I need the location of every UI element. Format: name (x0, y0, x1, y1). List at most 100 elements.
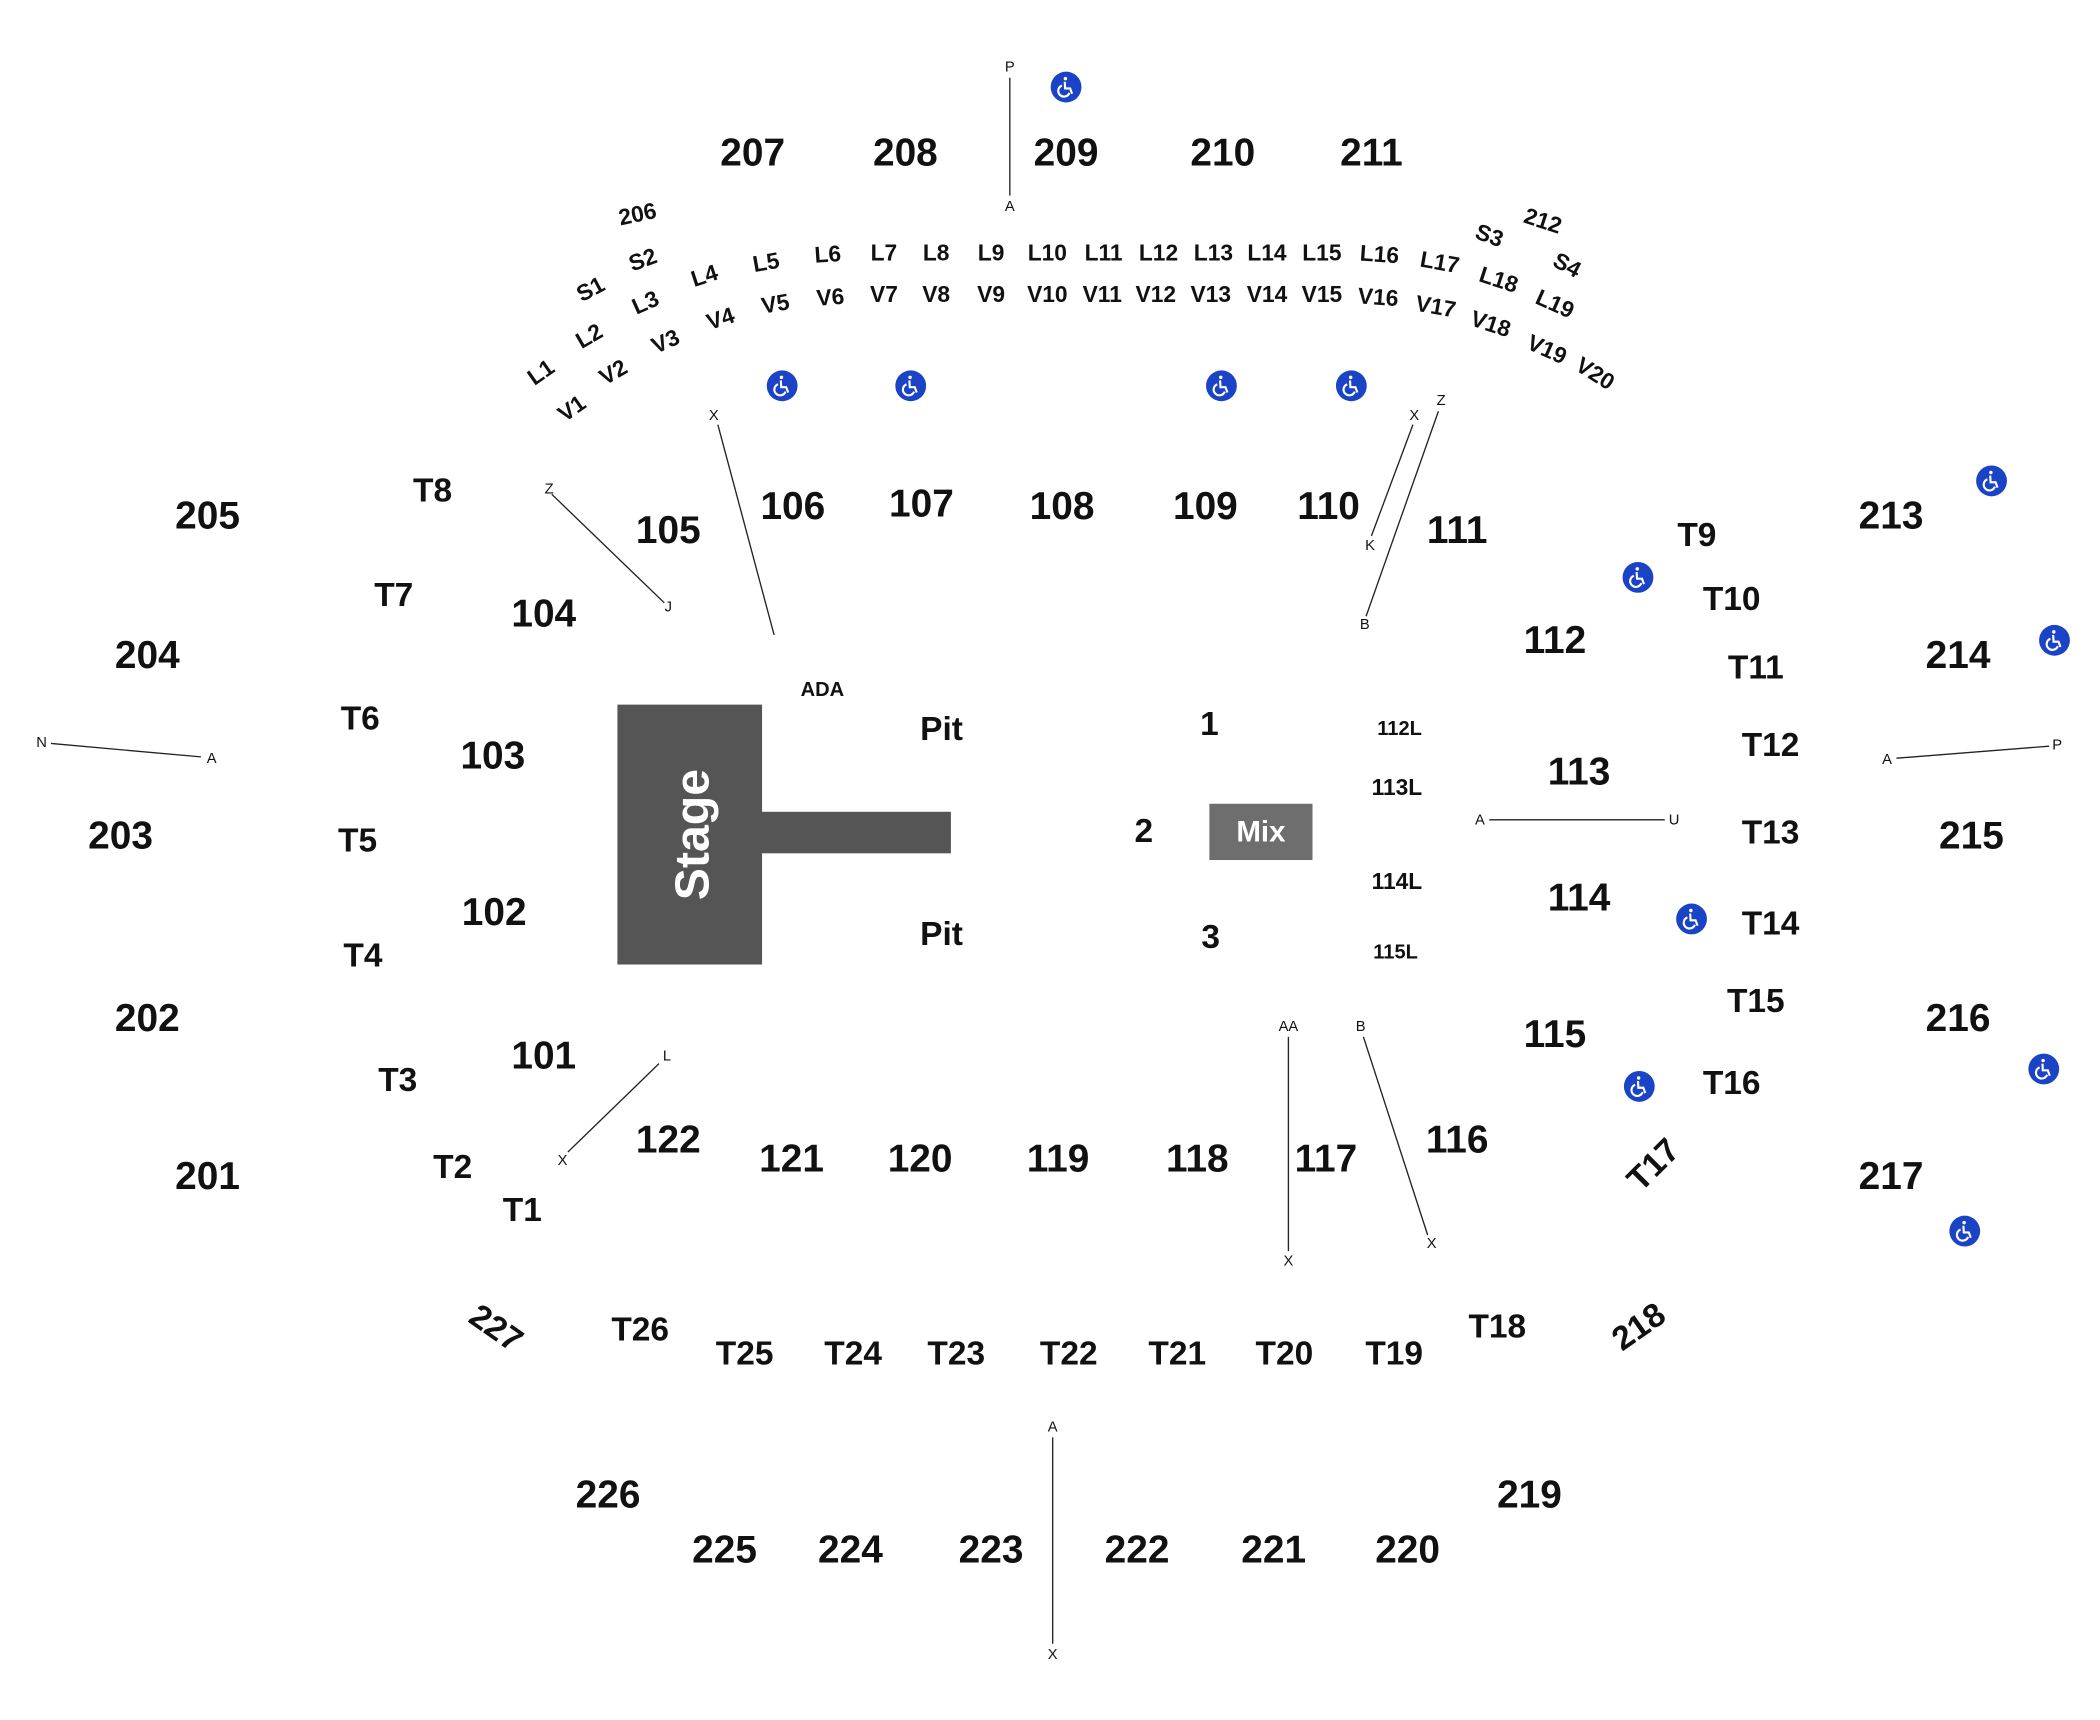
section-122[interactable]: 122 (635, 1119, 701, 1163)
table-t1[interactable]: T1 (502, 1191, 542, 1230)
section-110[interactable]: 110 (1297, 485, 1360, 529)
wheelchair-icon[interactable] (2028, 1053, 2060, 1085)
section-221[interactable]: 221 (1241, 1529, 1307, 1573)
section-115[interactable]: 115 (1523, 1013, 1587, 1057)
pit-bottom-label[interactable]: Pit (920, 915, 963, 954)
section-213[interactable]: 213 (1858, 494, 1924, 538)
table-t11[interactable]: T11 (1727, 649, 1784, 687)
section-113l[interactable]: 113L (1371, 774, 1423, 801)
section-225[interactable]: 225 (692, 1529, 757, 1573)
loge-l8[interactable]: L8 (922, 240, 950, 266)
loge-v13[interactable]: V13 (1190, 281, 1231, 308)
table-t10[interactable]: T10 (1702, 580, 1761, 619)
section-111[interactable]: 111 (1426, 509, 1488, 553)
loge-v12[interactable]: V12 (1135, 281, 1177, 308)
wheelchair-icon[interactable] (1949, 1215, 1981, 1247)
section-112l[interactable]: 112L (1377, 717, 1422, 741)
section-224[interactable]: 224 (818, 1529, 883, 1573)
section-114[interactable]: 114 (1547, 876, 1611, 920)
section-118[interactable]: 118 (1165, 1137, 1229, 1181)
table-t21[interactable]: T21 (1148, 1334, 1207, 1373)
floor-zone-1[interactable]: 1 (1200, 705, 1219, 743)
section-215[interactable]: 215 (1939, 815, 2004, 859)
loge-l9[interactable]: L9 (977, 240, 1005, 266)
table-t15[interactable]: T15 (1726, 982, 1785, 1021)
section-105[interactable]: 105 (635, 509, 701, 553)
section-220[interactable]: 220 (1375, 1529, 1441, 1573)
table-t7[interactable]: T7 (374, 576, 414, 615)
section-102[interactable]: 102 (461, 891, 527, 935)
wheelchair-icon[interactable] (1206, 370, 1237, 402)
wheelchair-icon[interactable] (1050, 71, 1082, 103)
section-121[interactable]: 121 (759, 1137, 824, 1181)
table-t5[interactable]: T5 (338, 821, 378, 860)
loge-v6[interactable]: V6 (815, 283, 846, 312)
section-202[interactable]: 202 (114, 997, 180, 1041)
table-t26[interactable]: T26 (611, 1310, 670, 1349)
wheelchair-icon[interactable] (895, 370, 927, 402)
section-223[interactable]: 223 (958, 1529, 1024, 1573)
loge-v14[interactable]: V14 (1246, 281, 1288, 308)
wheelchair-icon[interactable] (1622, 561, 1654, 593)
section-219[interactable]: 219 (1497, 1474, 1562, 1518)
table-t23[interactable]: T23 (927, 1334, 986, 1373)
section-208[interactable]: 208 (872, 131, 938, 175)
pit-top-label[interactable]: Pit (920, 710, 963, 749)
wheelchair-icon[interactable] (766, 370, 798, 402)
section-201[interactable]: 201 (175, 1155, 240, 1199)
loge-v16[interactable]: V16 (1357, 283, 1400, 312)
loge-l7[interactable]: L7 (870, 240, 898, 266)
table-t19[interactable]: T19 (1365, 1334, 1424, 1373)
wheelchair-icon[interactable] (1976, 465, 2007, 497)
loge-v9[interactable]: V9 (977, 281, 1006, 308)
section-205[interactable]: 205 (175, 494, 240, 538)
section-103[interactable]: 103 (460, 734, 526, 778)
section-204[interactable]: 204 (114, 634, 180, 678)
section-107[interactable]: 107 (889, 482, 954, 526)
loge-v5[interactable]: V5 (759, 289, 792, 320)
loge-l15[interactable]: L15 (1302, 240, 1342, 266)
section-106[interactable]: 106 (760, 485, 826, 529)
section-226[interactable]: 226 (575, 1474, 641, 1518)
section-101[interactable]: 101 (511, 1034, 577, 1078)
loge-l5[interactable]: L5 (750, 247, 782, 278)
loge-l6[interactable]: L6 (813, 240, 842, 269)
table-t6[interactable]: T6 (340, 699, 380, 738)
loge-v10[interactable]: V10 (1027, 281, 1068, 308)
section-214[interactable]: 214 (1925, 634, 1991, 678)
wheelchair-icon[interactable] (1623, 1071, 1655, 1102)
loge-l13[interactable]: L13 (1193, 240, 1234, 266)
table-t9[interactable]: T9 (1677, 516, 1717, 554)
table-t13[interactable]: T13 (1741, 813, 1800, 852)
section-114l[interactable]: 114L (1371, 868, 1423, 895)
loge-v15[interactable]: V15 (1301, 281, 1343, 308)
section-117[interactable]: 117 (1294, 1137, 1358, 1181)
section-115l[interactable]: 115L (1373, 941, 1418, 964)
loge-v8[interactable]: V8 (922, 281, 951, 308)
table-t3[interactable]: T3 (378, 1061, 418, 1100)
section-113[interactable]: 113 (1547, 750, 1611, 794)
floor-zone-3[interactable]: 3 (1201, 918, 1221, 956)
section-104[interactable]: 104 (511, 592, 577, 636)
loge-l12[interactable]: L12 (1138, 240, 1179, 266)
table-t24[interactable]: T24 (824, 1334, 882, 1373)
section-209[interactable]: 209 (1033, 131, 1099, 175)
table-t16[interactable]: T16 (1702, 1064, 1761, 1102)
loge-l17[interactable]: L17 (1418, 246, 1462, 279)
loge-l10[interactable]: L10 (1027, 240, 1067, 266)
section-217[interactable]: 217 (1858, 1155, 1924, 1199)
table-t25[interactable]: T25 (715, 1334, 774, 1373)
table-t8[interactable]: T8 (413, 472, 453, 510)
loge-l11[interactable]: L11 (1084, 240, 1123, 266)
loge-l16[interactable]: L16 (1359, 240, 1400, 269)
section-119[interactable]: 119 (1026, 1137, 1090, 1181)
table-t2[interactable]: T2 (433, 1148, 473, 1187)
section-216[interactable]: 216 (1925, 997, 1991, 1041)
section-108[interactable]: 108 (1029, 485, 1095, 529)
loge-v11[interactable]: V11 (1082, 281, 1122, 308)
wheelchair-icon[interactable] (1335, 370, 1367, 402)
wheelchair-icon[interactable] (1676, 903, 1707, 935)
section-210[interactable]: 210 (1190, 131, 1256, 175)
section-203[interactable]: 203 (88, 815, 153, 859)
loge-v7[interactable]: V7 (870, 281, 898, 308)
